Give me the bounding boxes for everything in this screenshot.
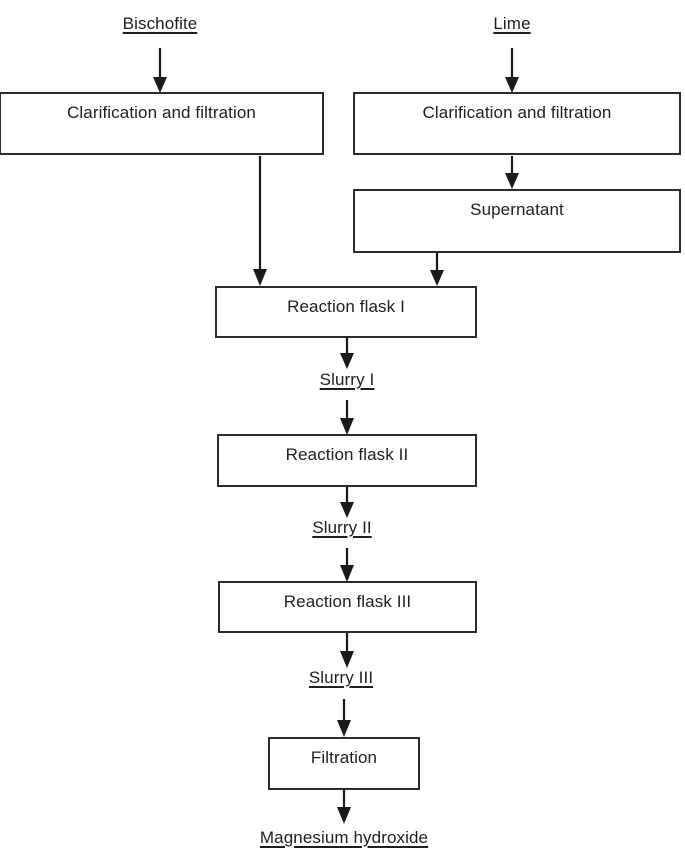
arrow-slurry-3-to-filtration xyxy=(337,699,351,737)
node-label: Reaction flask II xyxy=(285,445,409,464)
stream-label-slurry-1: Slurry I xyxy=(319,370,375,389)
node-label: Clarification and filtration xyxy=(422,103,612,122)
stream-label-magnesium-hydroxide: Magnesium hydroxide xyxy=(259,828,429,847)
arrow-clarification-right-to-supernatant xyxy=(505,156,519,189)
arrow-supernatant-to-reaction-flask-1 xyxy=(430,253,444,286)
node-label: Reaction flask III xyxy=(283,592,412,611)
node-filtration[interactable]: Filtration xyxy=(268,737,420,790)
node-label: Supernatant xyxy=(470,200,564,219)
node-supernatant[interactable]: Supernatant xyxy=(353,189,681,253)
node-label: Filtration xyxy=(310,748,378,767)
arrow-filtration-to-magnesium-hydroxide xyxy=(337,790,351,824)
arrow-lime-to-clarification-right xyxy=(505,48,519,93)
arrow-reaction-flask-3-to-slurry-3 xyxy=(340,633,354,668)
stream-label-slurry-2: Slurry II xyxy=(312,518,372,537)
arrow-slurry-2-to-reaction-flask-3 xyxy=(340,548,354,582)
arrow-slurry-1-to-reaction-flask-2 xyxy=(340,400,354,435)
stream-label-lime: Lime xyxy=(493,14,531,33)
node-clarification-and-filtration-left[interactable]: Clarification and filtration xyxy=(0,92,324,155)
arrow-clarification-left-to-reaction-flask-1 xyxy=(253,156,267,286)
arrow-reaction-flask-1-to-slurry-1 xyxy=(340,338,354,369)
node-reaction-flask-3[interactable]: Reaction flask III xyxy=(218,581,477,633)
arrow-bischofite-to-clarification-left xyxy=(153,48,167,93)
node-label: Reaction flask I xyxy=(287,297,405,316)
node-label: Clarification and filtration xyxy=(67,103,256,122)
node-clarification-and-filtration-right[interactable]: Clarification and filtration xyxy=(353,92,681,155)
node-reaction-flask-2[interactable]: Reaction flask II xyxy=(217,434,477,487)
arrow-reaction-flask-2-to-slurry-2 xyxy=(340,487,354,518)
stream-label-slurry-3: Slurry III xyxy=(308,668,374,687)
node-reaction-flask-1[interactable]: Reaction flask I xyxy=(215,286,477,338)
stream-label-bischofite: Bischofite xyxy=(122,14,198,33)
